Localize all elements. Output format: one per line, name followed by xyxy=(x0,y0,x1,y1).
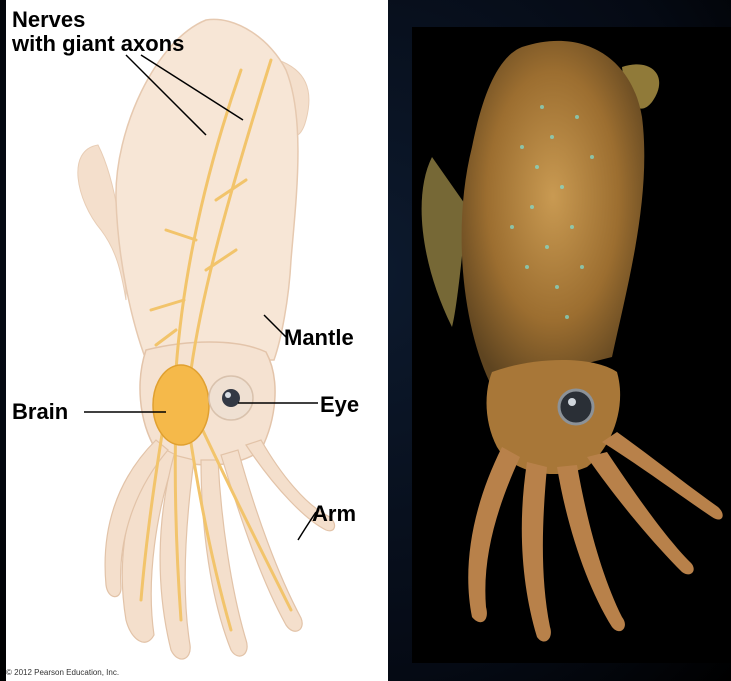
eye-highlight xyxy=(225,392,231,398)
mantle-body xyxy=(116,19,298,360)
photo-mantle xyxy=(462,41,645,387)
nerves-label-line2: with giant axons xyxy=(12,32,184,56)
squid-photo-drawing xyxy=(412,27,731,663)
eye-label: Eye xyxy=(320,393,359,417)
mantle-label: Mantle xyxy=(284,326,354,350)
photo-arms xyxy=(468,432,722,642)
brain-label: Brain xyxy=(12,400,68,424)
arm-label: Arm xyxy=(312,502,356,526)
copyright-text: © 2012 Pearson Education, Inc. xyxy=(6,668,119,677)
photo-eye xyxy=(559,390,593,424)
nerves-label: Nerves with giant axons xyxy=(12,8,184,56)
brain-shape xyxy=(153,365,209,445)
arms xyxy=(105,440,335,659)
nerves-label-line1: Nerves xyxy=(12,8,184,32)
photo-eye-highlight xyxy=(568,398,576,406)
squid-photo xyxy=(412,27,731,663)
eye-pupil xyxy=(222,389,240,407)
photo-fin xyxy=(422,157,467,327)
